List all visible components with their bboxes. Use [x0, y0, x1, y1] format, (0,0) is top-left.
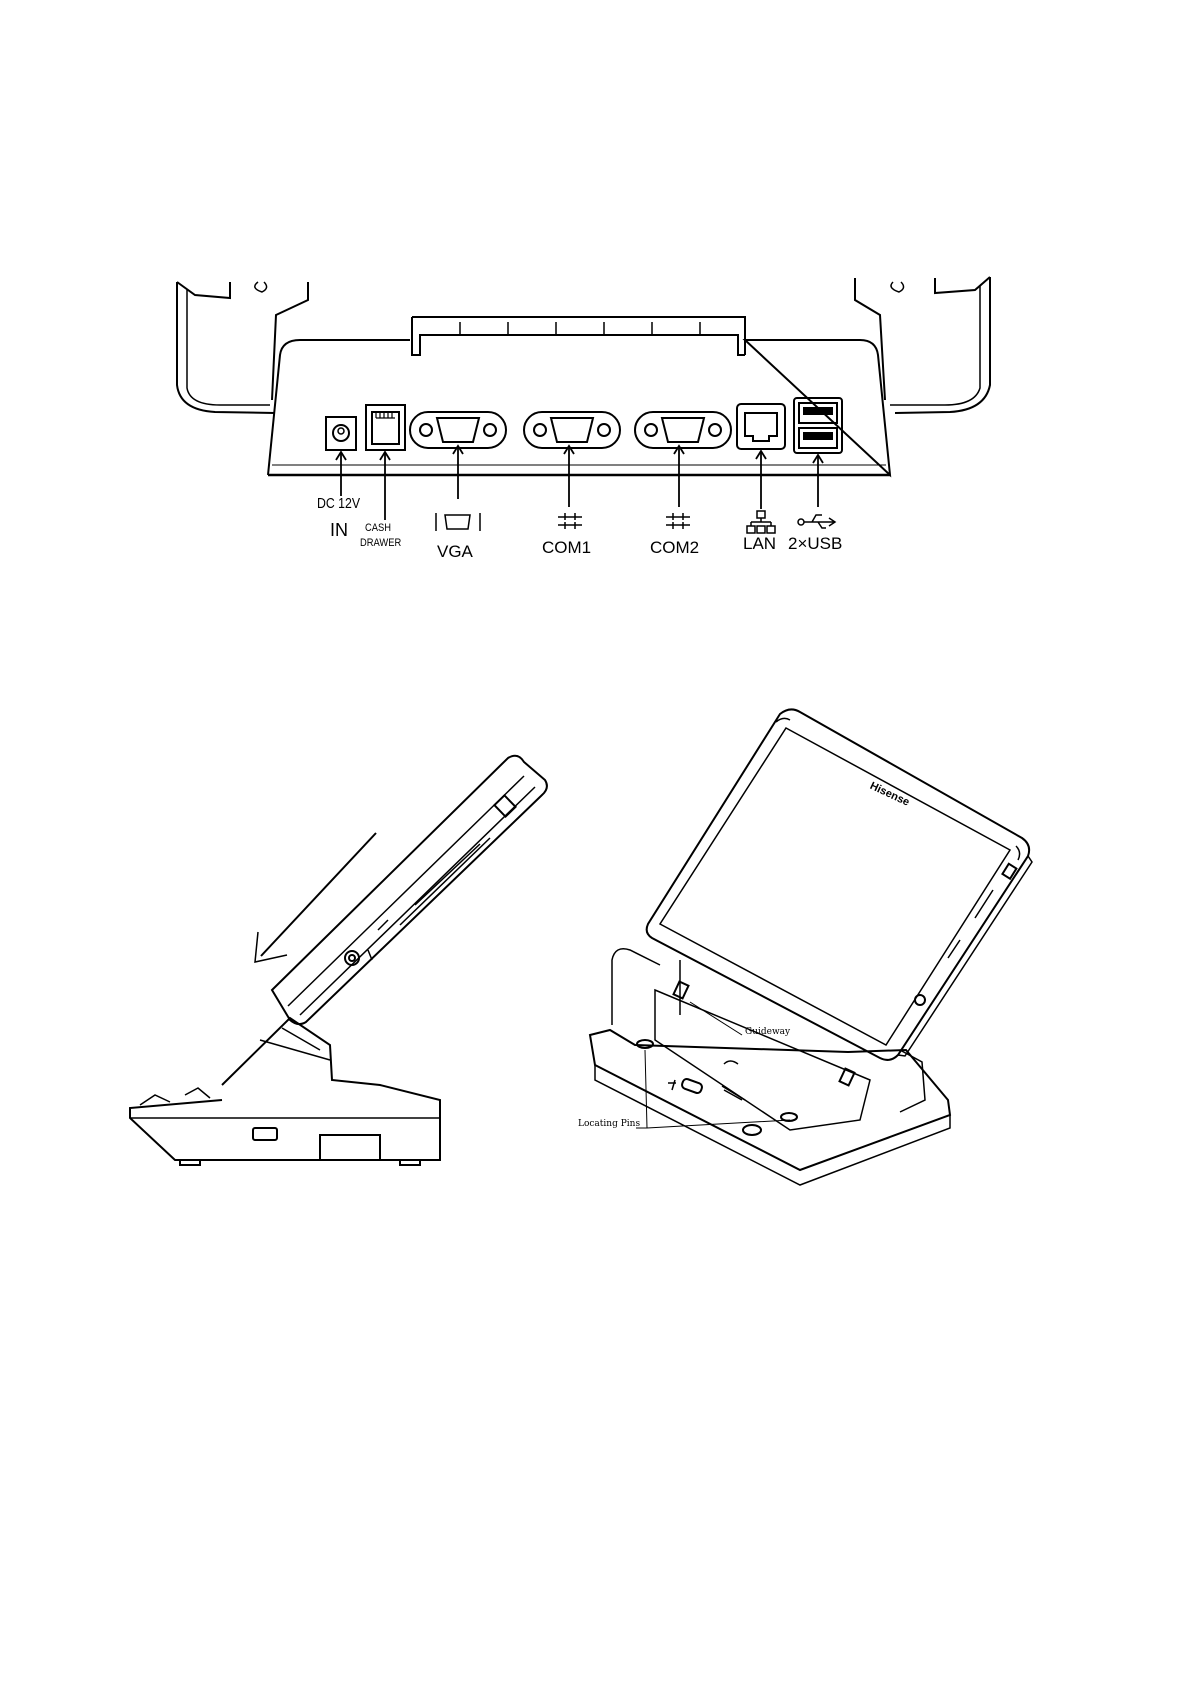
- lan-label: LAN: [743, 535, 776, 552]
- com2-label: COM2: [650, 539, 699, 556]
- com1-port: [524, 412, 620, 448]
- lan-port: [737, 404, 785, 449]
- usb-symbol-icon: [798, 515, 835, 528]
- com1-serial-icon: [558, 513, 582, 529]
- com2-port: [635, 412, 731, 448]
- top-rail: [412, 317, 745, 355]
- usb-label: 2×USB: [788, 535, 842, 552]
- com1-label: COM1: [542, 539, 591, 556]
- cash-label: CASH: [365, 523, 391, 534]
- right-support-leg: [855, 277, 990, 413]
- dock-perspective-view: [590, 709, 1032, 1185]
- dock-side-view: [130, 756, 547, 1165]
- drawer-label: DRAWER: [360, 538, 401, 549]
- vga-label: VGA: [437, 543, 473, 560]
- lan-network-icon: [747, 511, 775, 533]
- dc-12v-label: DC 12V: [317, 496, 360, 511]
- base-body: [268, 340, 890, 475]
- dc-in-label: IN: [330, 521, 348, 539]
- tablet-frame: [647, 709, 1029, 1059]
- dock-stand: [130, 1018, 440, 1160]
- guideway-label: Guideway: [745, 1028, 790, 1037]
- vga-port: [410, 412, 506, 448]
- usb-ports: [794, 398, 842, 453]
- left-support-leg: [177, 282, 308, 413]
- vga-symbol-icon: [436, 513, 480, 531]
- locating-pins-label: Locating Pins: [578, 1120, 640, 1129]
- com2-serial-icon: [666, 513, 690, 529]
- callout-lines: [336, 446, 823, 520]
